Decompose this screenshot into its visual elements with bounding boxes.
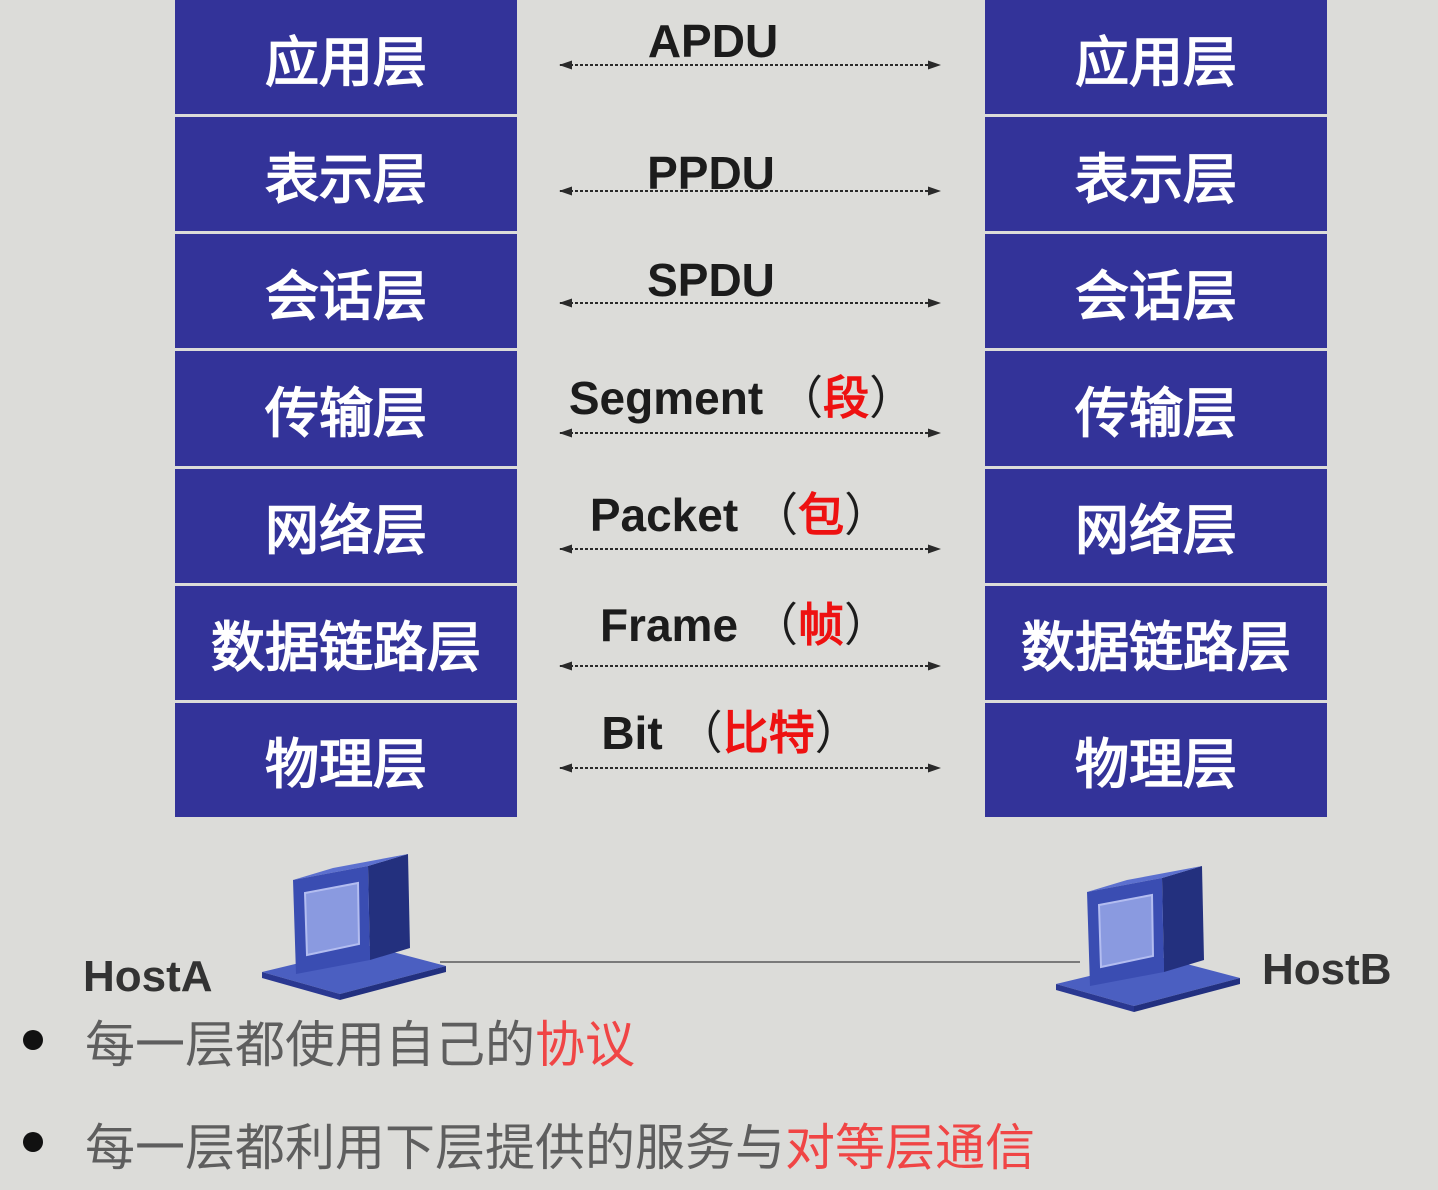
layer-session: 会话层 [175, 234, 517, 349]
paren-open: （ [752, 599, 799, 651]
pdu-name: PPDU [647, 147, 775, 199]
pdu-name: SPDU [647, 254, 775, 306]
bullet-text: 每一层都使用自己的协议 [85, 1019, 635, 1071]
pdu-note: 段 [823, 372, 870, 424]
pdu-label-frame: Frame（帧） [600, 601, 890, 649]
layer-physical: 物理层 [985, 702, 1327, 817]
pdu-name: APDU [647, 15, 779, 67]
pdu-label-packet: Packet（包） [590, 491, 890, 539]
layer-data-link: 数据链路层 [175, 585, 517, 700]
layer-network: 网络层 [175, 468, 517, 583]
layer-presentation: 表示层 [985, 117, 1327, 232]
computer-base-top [262, 946, 446, 994]
pdu-label-ppdu: PPDU [647, 149, 775, 197]
layer-application: 应用层 [175, 0, 517, 115]
computer-base-top [1056, 958, 1240, 1006]
bullet-item: 每一层都利用下层提供的服务与对等层通信 [0, 1122, 1438, 1174]
layer-physical: 物理层 [175, 702, 517, 817]
paren-close: ） [814, 707, 861, 759]
paren-open: （ [752, 489, 799, 541]
pdu-label-spdu: SPDU [647, 256, 775, 304]
computer-icon [1056, 866, 1240, 1012]
pdu-label-segment: Segment（段） [569, 374, 915, 422]
bullet-dot [23, 1030, 43, 1050]
computer-base-side [1056, 984, 1134, 1012]
host-b-label: HostB [1262, 945, 1392, 994]
monitor-side [368, 854, 410, 960]
pdu-note: 帧 [798, 599, 845, 651]
host-b-layer-stack: 应用层 表示层 会话层 传输层 网络层 数据链路层 物理层 [985, 0, 1327, 817]
bullet-plain-text: 每一层都利用下层提供的服务与 [85, 1120, 785, 1176]
pdu-name: Bit [601, 707, 663, 759]
monitor-top [1087, 866, 1202, 892]
computer-base-side [262, 972, 340, 1000]
pdu-name: Packet [589, 489, 739, 541]
host-a-label: HostA [83, 952, 213, 1001]
layer-data-link: 数据链路层 [985, 585, 1327, 700]
pdu-name: Segment [568, 372, 764, 424]
layer-session: 会话层 [985, 234, 1327, 349]
paren-close: ） [844, 489, 891, 541]
bullet-highlight-text: 对等层通信 [785, 1120, 1035, 1176]
pdu-label-bit: Bit（比特） [601, 709, 860, 757]
monitor-top [293, 854, 408, 880]
computer-base-side [1134, 978, 1240, 1012]
monitor-screen [1097, 893, 1155, 969]
layer-network: 网络层 [985, 468, 1327, 583]
pdu-note: 包 [798, 489, 845, 541]
layer-transport: 传输层 [985, 351, 1327, 466]
monitor-screen [303, 881, 361, 957]
pdu-label-apdu: APDU [648, 17, 778, 65]
bullet-item: 每一层都使用自己的协议 [0, 1019, 1438, 1071]
bullet-dot [23, 1132, 43, 1152]
computer-base-side [340, 966, 446, 1000]
pdu-note: 比特 [722, 707, 815, 759]
bullet-highlight-text: 协议 [535, 1017, 635, 1073]
bullet-text: 每一层都利用下层提供的服务与对等层通信 [85, 1122, 1035, 1174]
paren-open: （ [676, 707, 723, 759]
paren-open: （ [777, 372, 824, 424]
computer-icon [262, 854, 446, 1000]
layer-transport: 传输层 [175, 351, 517, 466]
layer-application: 应用层 [985, 0, 1327, 115]
paren-close: ） [844, 599, 891, 651]
bullet-plain-text: 每一层都使用自己的 [85, 1017, 535, 1073]
layer-presentation: 表示层 [175, 117, 517, 232]
paren-close: ） [869, 372, 916, 424]
host-a-layer-stack: 应用层 表示层 会话层 传输层 网络层 数据链路层 物理层 [175, 0, 517, 817]
pdu-name: Frame [599, 599, 739, 651]
monitor-side [1162, 866, 1204, 972]
